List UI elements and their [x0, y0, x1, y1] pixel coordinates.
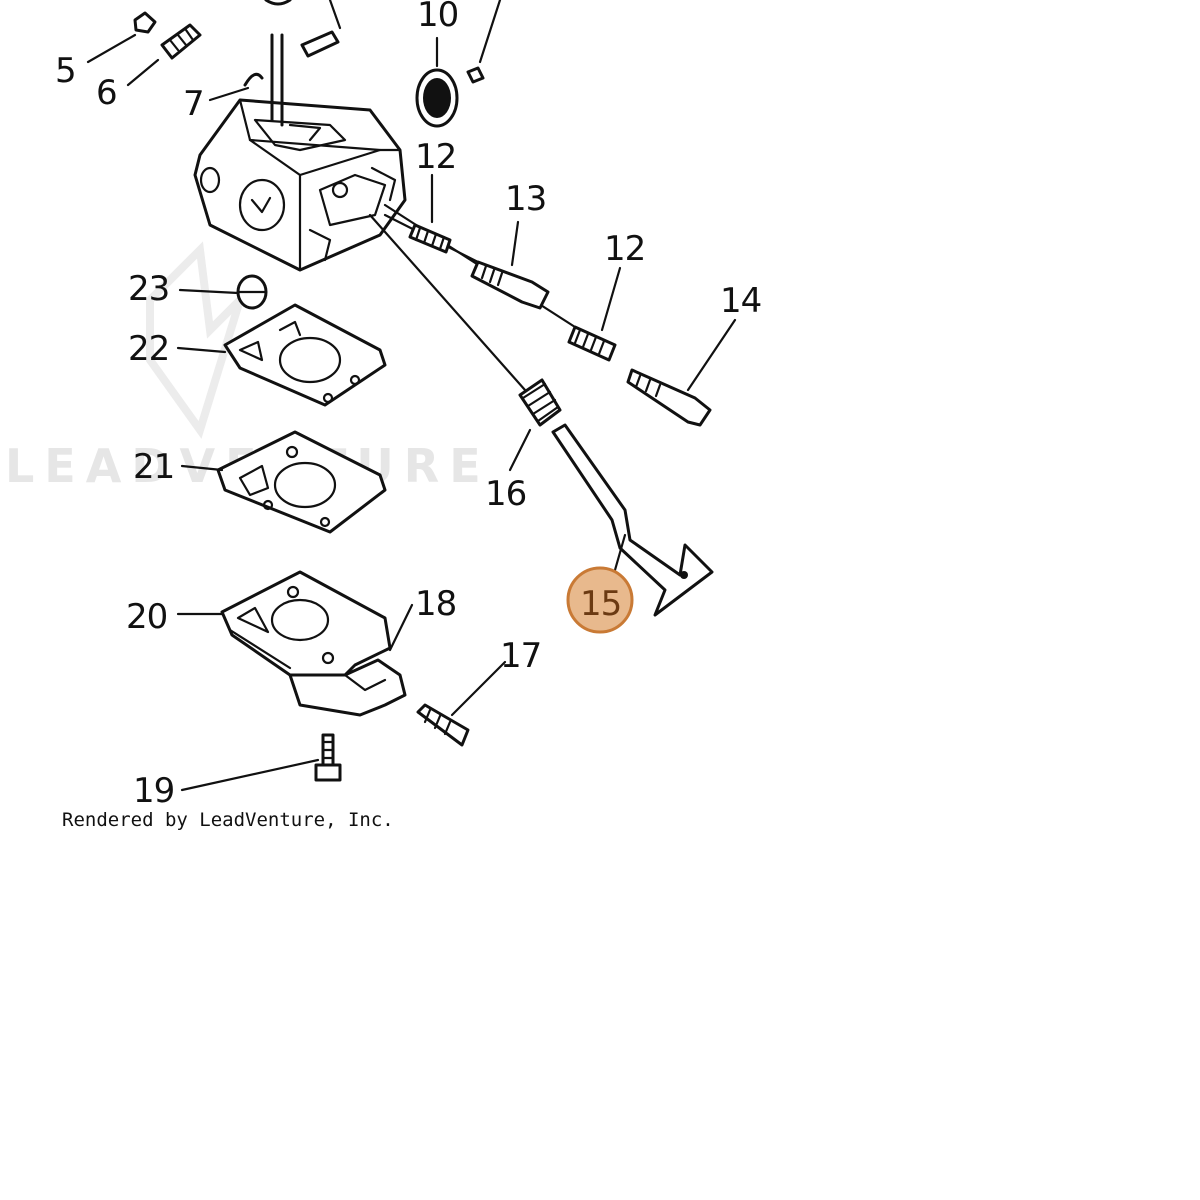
- callout-5: 5: [55, 51, 76, 91]
- part-gasket-strip: [300, 30, 340, 58]
- part-22-gasket: [223, 303, 387, 407]
- part-10-diaphragm: [415, 68, 459, 128]
- needle-guide-line-3: [368, 213, 527, 392]
- carburetor-body: [193, 98, 407, 272]
- part-17-screw: [416, 703, 470, 747]
- callout-22: 22: [128, 329, 169, 369]
- callout-15: 15: [580, 584, 621, 624]
- callout-21: 21: [133, 447, 174, 487]
- part-11-pin: [466, 66, 485, 84]
- callout-16: 16: [485, 474, 526, 514]
- part-19-bolt: [314, 733, 342, 782]
- callout-19: 19: [133, 771, 174, 811]
- callout-15-highlight[interactable]: 15: [566, 566, 634, 634]
- callout-12-upper: 12: [415, 137, 456, 177]
- part-14-screw: [626, 368, 712, 427]
- throttle-shaft: [264, 0, 292, 127]
- part-12-spring-upper: [408, 223, 452, 254]
- part-21-gasket: [216, 430, 387, 534]
- callout-14: 14: [720, 281, 761, 321]
- callout-7: 7: [183, 84, 204, 124]
- part-20-cover: [220, 570, 407, 717]
- callout-17: 17: [500, 636, 541, 676]
- callout-18: 18: [415, 584, 456, 624]
- callout-20: 20: [126, 597, 167, 637]
- part-6-spring: [160, 23, 202, 60]
- part-7-clip: [243, 72, 264, 87]
- part-16-spring: [518, 378, 562, 427]
- part-12-spring-lower: [567, 325, 617, 362]
- callout-12-lower: 12: [604, 229, 645, 269]
- part-5-screw: [133, 11, 157, 34]
- callout-10: 10: [417, 0, 458, 35]
- callout-23: 23: [128, 269, 169, 309]
- part-15-lever: [551, 423, 714, 617]
- callout-6: 6: [96, 73, 117, 113]
- credit-text: Rendered by LeadVenture, Inc.: [62, 809, 394, 831]
- part-13-needle: [470, 260, 550, 310]
- part-23-plug: [236, 274, 268, 310]
- callout-13: 13: [505, 179, 546, 219]
